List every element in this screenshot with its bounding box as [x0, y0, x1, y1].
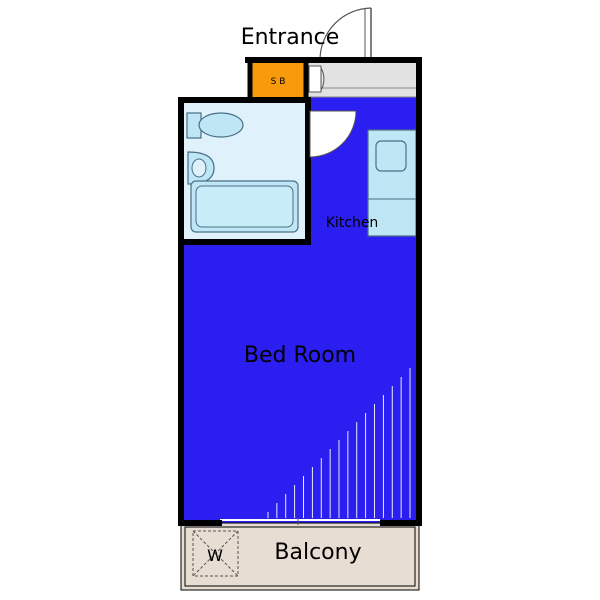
kitchen-label: Kitchen: [326, 215, 379, 231]
closet-door: [308, 65, 322, 93]
entrance-floor: [308, 60, 419, 97]
exterior-walls: [178, 57, 422, 526]
washer-label: W: [207, 546, 223, 565]
hatching: [267, 368, 411, 518]
kitchen-sink: [375, 140, 407, 172]
toilet-bowl: [198, 112, 244, 138]
entrance-door: [319, 7, 372, 61]
entrance-label: Entrance: [241, 25, 340, 50]
balcony-label: Balcony: [274, 540, 361, 565]
bathroom-door: [309, 110, 357, 158]
shoe-box-label: S B: [271, 77, 286, 87]
shoe-box: [247, 57, 309, 103]
bedroom-label: Bed Room: [244, 343, 356, 368]
